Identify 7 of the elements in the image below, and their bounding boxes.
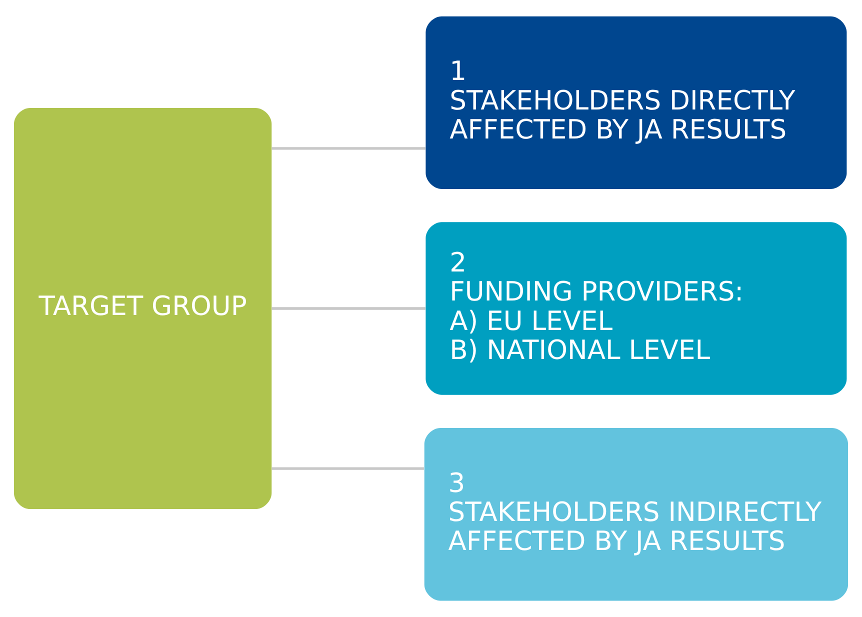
connector xyxy=(272,467,424,470)
node-box: 2 FUNDING PROVIDERS: A) EU LEVEL B) NATIONAL LEVEL xyxy=(426,222,847,395)
connector xyxy=(272,307,426,310)
node-box: TARGET GROUP xyxy=(14,108,272,510)
connector xyxy=(272,147,426,150)
node-box: 3 STAKEHOLDERS INDIRECTLY AFFECTED BY JA RESULTS xyxy=(424,428,848,601)
node-box: 1 STAKEHOLDERS DIRECTLY AFFECTED BY JA RESULTS xyxy=(426,16,847,189)
